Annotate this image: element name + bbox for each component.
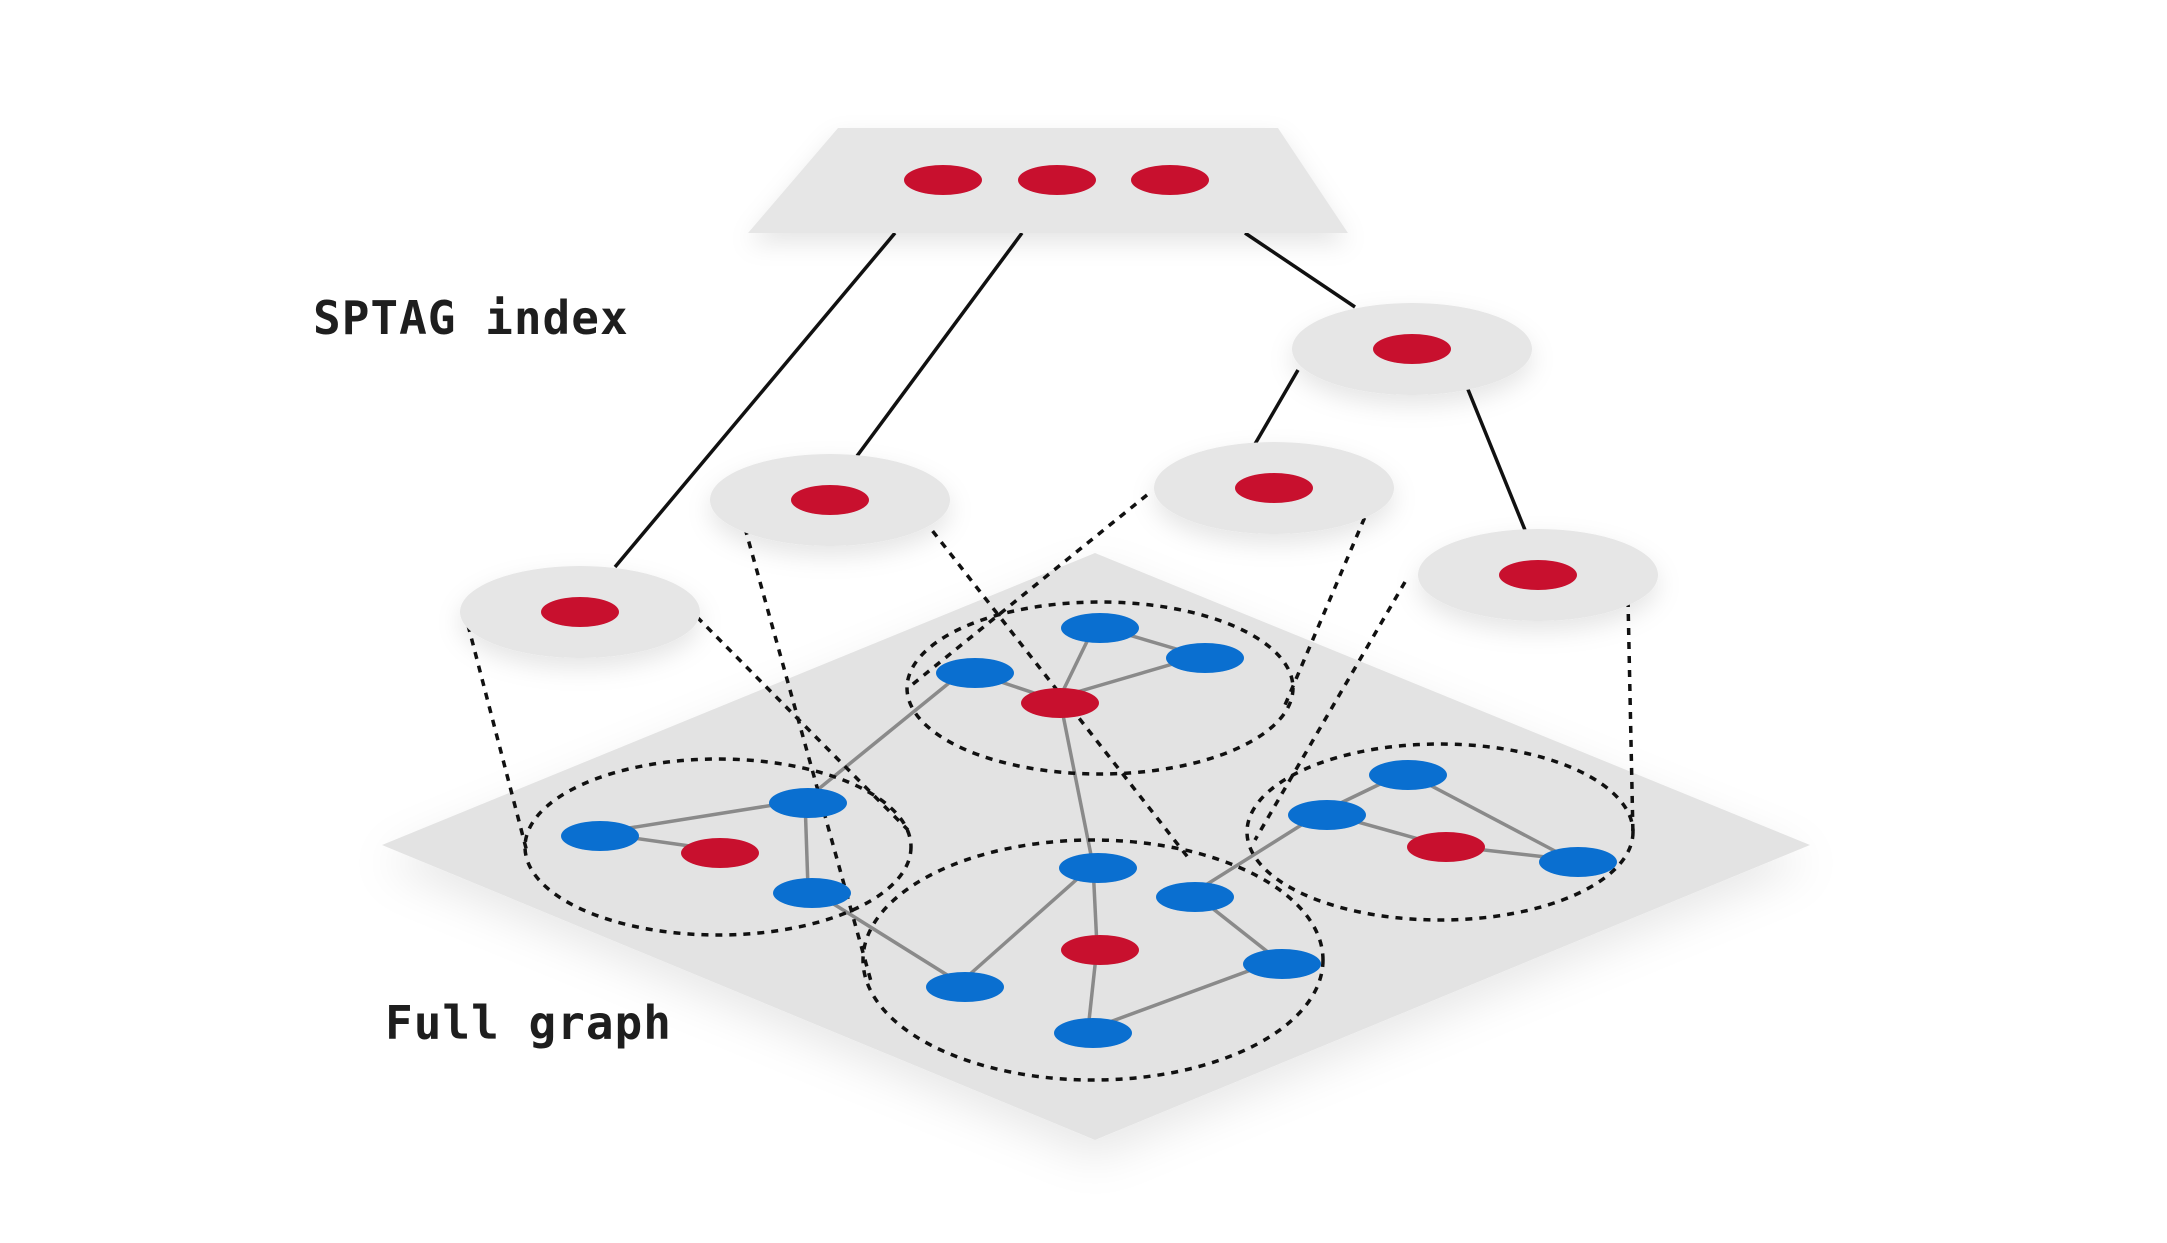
graph-node [1061, 613, 1139, 643]
graph-nodes-blue [561, 613, 1617, 1048]
graph-node [1059, 853, 1137, 883]
graph-plane [382, 553, 1810, 1140]
graph-node [1369, 760, 1447, 790]
cluster-center [861, 838, 1325, 1082]
graph-node [1288, 800, 1366, 830]
graph-node [936, 658, 1014, 688]
graph-node [1054, 1018, 1132, 1048]
index-leaf [1292, 303, 1532, 395]
cluster-center-node [1407, 832, 1485, 862]
graph-node [773, 878, 851, 908]
full-graph-label: Full graph [385, 996, 672, 1050]
cluster-center-node [681, 838, 759, 868]
index-leaf [1418, 529, 1658, 621]
graph-node [769, 788, 847, 818]
graph-node [926, 972, 1004, 1002]
index-leaf [460, 566, 700, 658]
index-leaves [460, 303, 1658, 658]
graph-node [1156, 882, 1234, 912]
cluster-center-node [1021, 688, 1099, 718]
cluster-center-node [1061, 935, 1139, 965]
graph-node [1539, 847, 1617, 877]
cluster-right [1245, 742, 1635, 922]
tree-lines [613, 231, 1527, 569]
graph-nodes-red [681, 688, 1485, 965]
root-node [1018, 165, 1096, 195]
sptag-index-label: SPTAG index [313, 291, 629, 345]
root-node [904, 165, 982, 195]
root-centers [904, 165, 1209, 195]
graph-node [1243, 949, 1321, 979]
graph-node [1166, 643, 1244, 673]
graph-node [561, 821, 639, 851]
root-node [1131, 165, 1209, 195]
index-leaf [1154, 442, 1394, 534]
cluster-left [523, 757, 913, 937]
index-leaf [710, 454, 950, 546]
